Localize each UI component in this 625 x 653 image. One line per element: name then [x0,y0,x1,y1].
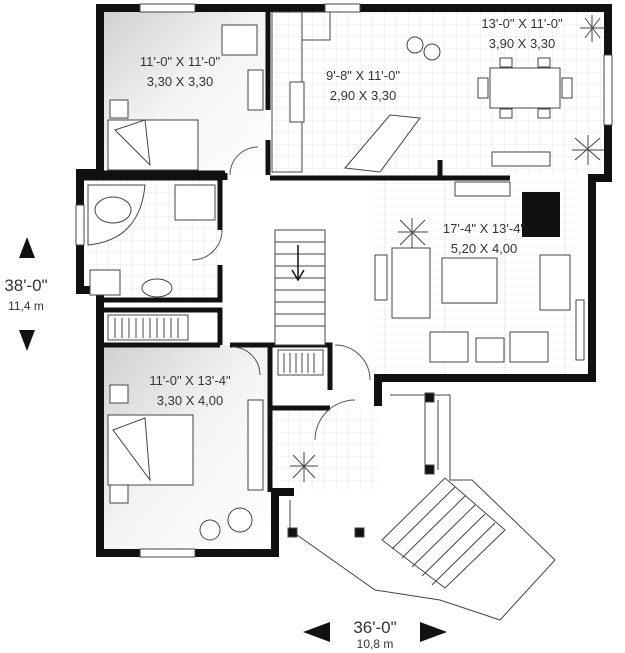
stool-icon [423,43,441,61]
arrow-up-icon [19,237,35,258]
room-dim-imperial: 9'-8" X 11'-0" [326,68,400,83]
porch-outline [289,394,556,621]
door-bedroom-bottom [231,346,261,376]
bathroom-fixtures [87,184,216,298]
kitchen-furniture [289,36,441,173]
front-door [314,399,356,441]
nightstand-icon [109,484,129,504]
nightstand-icon [109,99,129,119]
kitchen-island [344,114,421,173]
nightstand-icon [109,384,129,404]
room-dim-imperial: 11'-0" X 13'-4" [149,373,231,388]
porch [287,392,556,621]
room-dim-metric: 3,30 X 4,00 [157,393,224,408]
counter-bar [454,181,511,197]
arrow-right-icon [420,622,447,642]
window-bedroom-top [139,3,196,13]
side-table [374,254,388,301]
toilet-icon [89,269,121,296]
overall-width-imperial: 36'-0" [353,618,396,637]
post-icon [424,464,435,475]
sofa-left [391,247,431,319]
stove-icon [289,81,305,123]
armchair-icon [429,331,469,363]
sofa-right [539,254,571,311]
interior-walls [80,8,510,492]
plant-icon [580,15,605,42]
coffee-table [441,257,498,304]
dining-furniture [454,57,573,197]
overall-height-dimension: 38'-0" 11,4 m [4,237,48,351]
door-bedroom-top [229,146,259,176]
dining-table [489,67,561,109]
stair [274,229,326,346]
buffet [491,151,551,167]
plants [290,15,605,482]
bedroom-bottom-furniture [107,384,264,541]
dresser-bottom [247,399,264,491]
window-bathroom [75,204,85,246]
armchair-icon [509,331,549,363]
door-closet [334,344,371,381]
overall-width-dimension: 36'-0" 10,8 m [303,618,447,651]
window-living [575,299,585,361]
room-dim-metric: 5,20 X 4,00 [451,241,518,256]
bed-bottom [107,414,194,486]
post-icon [354,527,365,538]
window-dining [603,54,613,126]
front-steps [381,477,506,589]
window-bedroom-bottom [139,548,196,558]
bed-top [107,119,199,171]
fireplace [522,192,560,237]
shower-icon [174,184,216,221]
bedroom-top-furniture [107,24,264,171]
arrow-left-icon [303,622,330,642]
window-kitchen [324,3,361,13]
door-swings [191,146,371,441]
room-dim-metric: 3,30 X 3,30 [147,74,214,89]
sink-icon [141,278,173,298]
plant-icon [398,218,428,248]
end-table [475,337,505,363]
door-bath [191,229,223,261]
arrow-down-icon [19,330,35,351]
wall-north-east [96,4,612,406]
dresser-top [247,69,264,111]
living-furniture [374,247,571,363]
post-icon [424,392,435,403]
chair-icon [227,507,253,533]
room-dim-metric: 3,90 X 3,30 [489,36,556,51]
overall-height-imperial: 38'-0" [4,276,47,295]
windows [75,3,613,558]
room-dim-imperial: 17'-4" X 13'-4" [443,221,526,236]
room-labels: 11'-0" X 11'-0" 3,30 X 3,30 9'-8" X 11'-… [140,16,563,408]
plant-icon [290,452,318,482]
closet-hall [107,314,189,341]
plant-icon [572,135,604,165]
overall-height-metric: 11,4 m [8,299,44,313]
room-dim-imperial: 13'-0" X 11'-0" [481,16,563,31]
room-dim-metric: 2,90 X 3,30 [330,88,397,103]
stair-arrow-icon [291,245,305,282]
closet-top [221,24,258,56]
closet-entry [277,349,324,376]
chair-icon [199,519,221,541]
post-icon [287,527,298,538]
entry-floor [275,410,380,490]
stool-icon [406,36,424,54]
room-dim-imperial: 11'-0" X 11'-0" [140,54,221,69]
overall-width-metric: 10,8 m [357,637,394,651]
